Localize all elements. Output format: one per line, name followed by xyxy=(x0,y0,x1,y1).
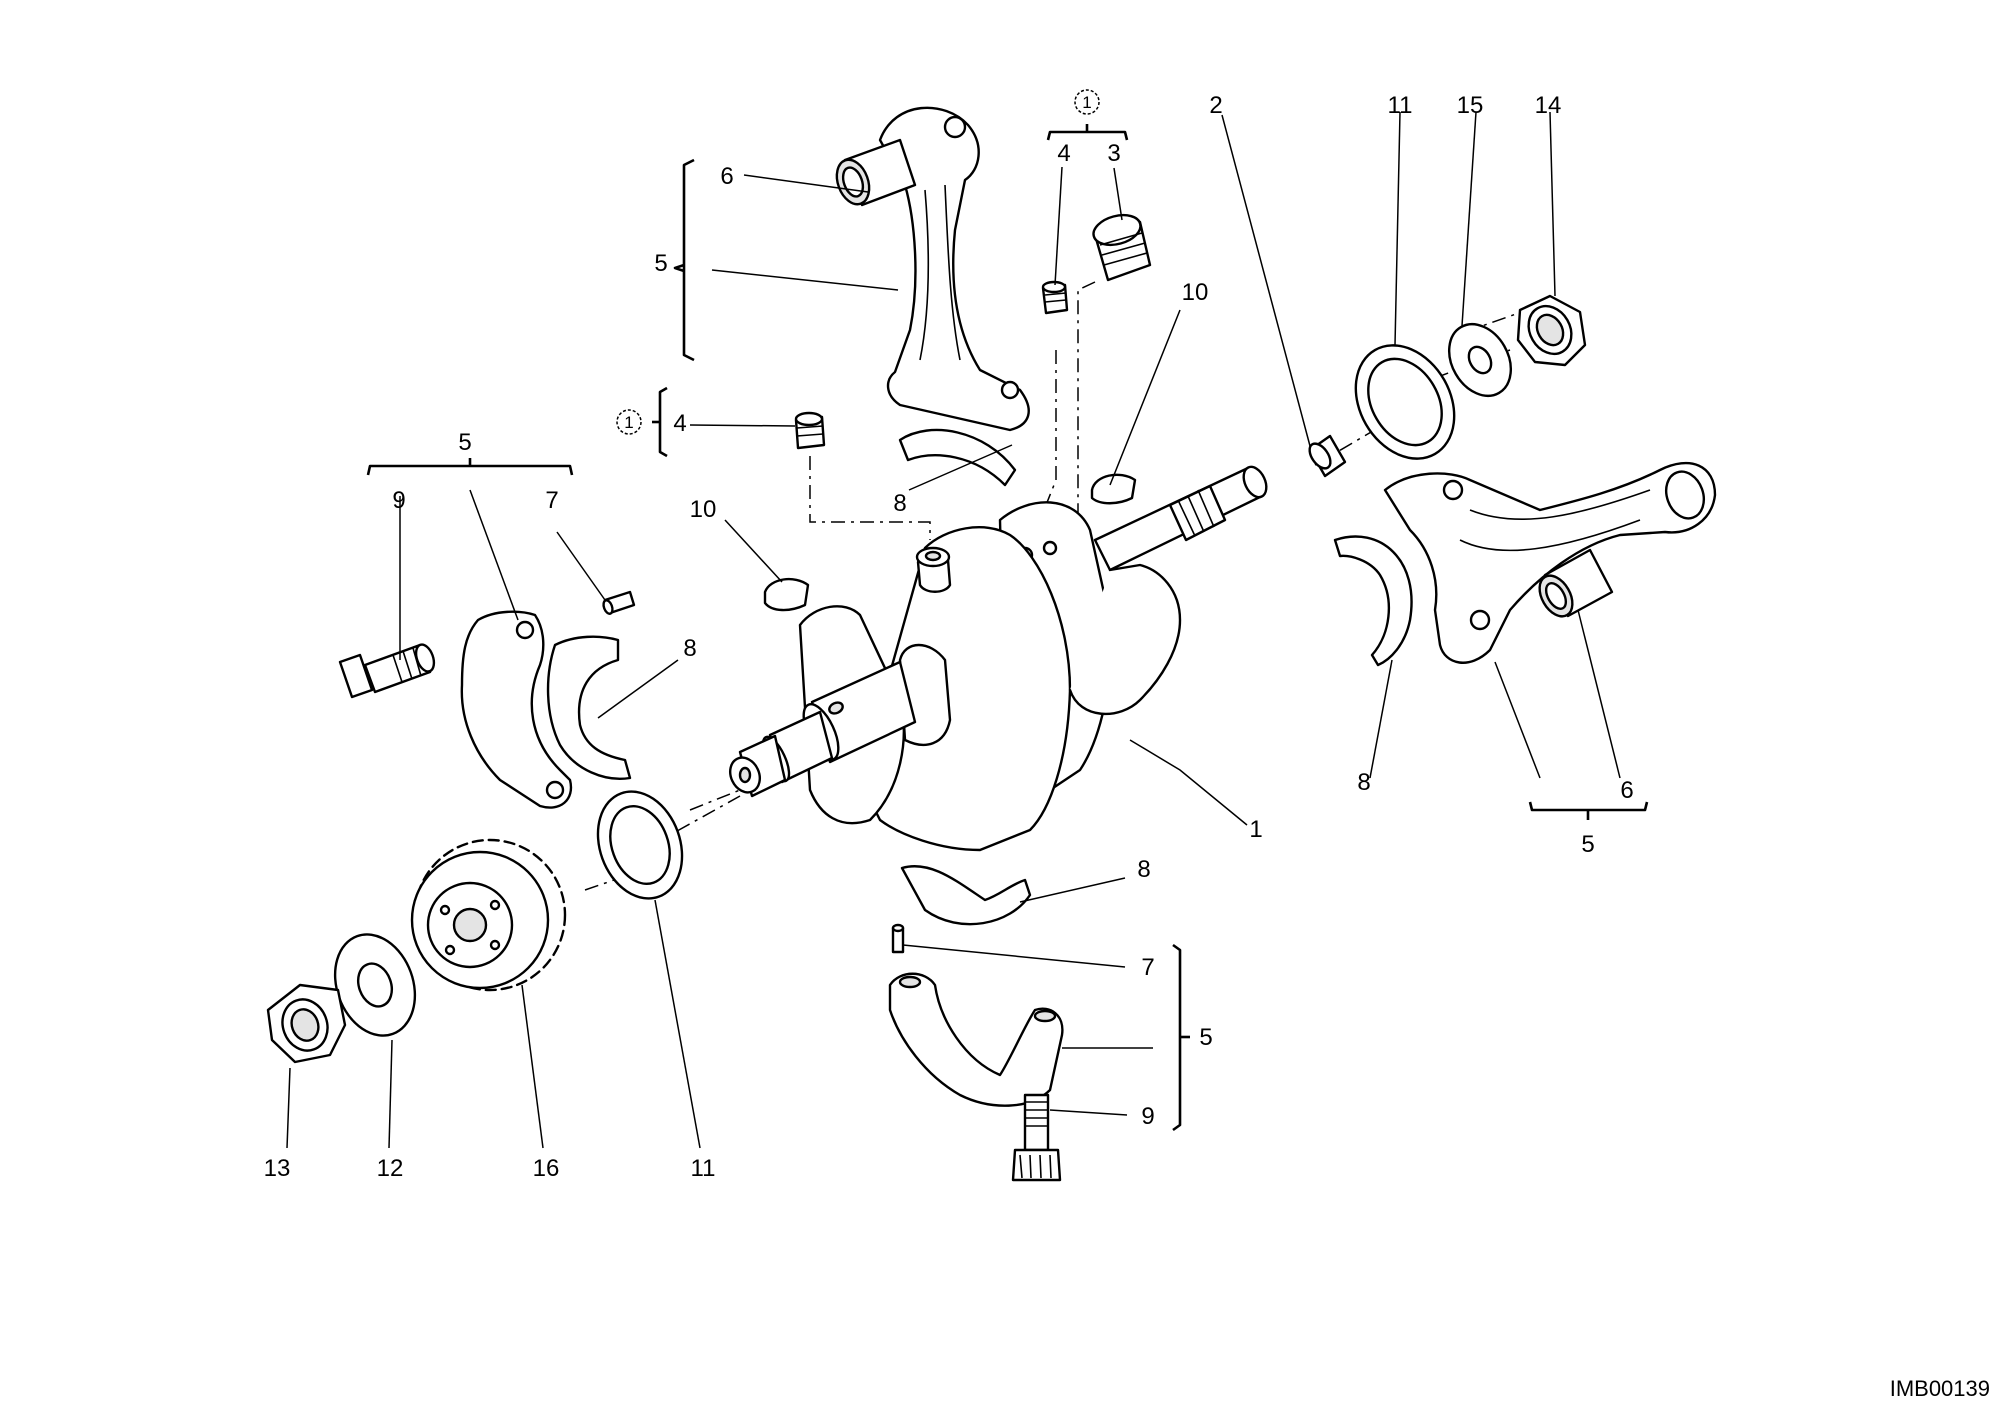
callout-10-right: 10 xyxy=(1182,279,1209,306)
callout-12: 12 xyxy=(377,1155,404,1182)
callout-8-upper: 8 xyxy=(893,490,906,517)
connecting-rod-upper xyxy=(835,106,1030,487)
svg-text:1: 1 xyxy=(1082,93,1091,112)
callout-16: 16 xyxy=(533,1155,560,1182)
connecting-rod-right xyxy=(1333,461,1717,667)
callout-14: 14 xyxy=(1535,92,1562,119)
nut-13 xyxy=(266,983,347,1064)
callout-8-bottom: 8 xyxy=(1137,856,1150,883)
washer-11-lower xyxy=(596,790,684,900)
callout-7-left: 7 xyxy=(545,487,558,514)
nut-14 xyxy=(1516,294,1587,367)
callout-8-right: 8 xyxy=(1357,769,1370,796)
bearing-shell-8-bottom xyxy=(900,865,1032,926)
timing-gear-16 xyxy=(410,838,567,992)
callout-7-bottom: 7 xyxy=(1141,954,1154,981)
callout-5-bottom: 5 xyxy=(1199,1024,1212,1051)
callout-9-left: 9 xyxy=(392,487,405,514)
drawing-reference-code: IMB00139 xyxy=(1890,1376,1990,1401)
rod-cap-bottom xyxy=(888,972,1064,1107)
callout-15: 15 xyxy=(1457,92,1484,119)
callout-5-upper: 5 xyxy=(654,250,667,277)
crankshaft xyxy=(729,465,1268,852)
grouping-braces xyxy=(366,124,1649,1132)
washer-12 xyxy=(333,933,417,1037)
note-symbol-upper: 1 xyxy=(1074,89,1100,115)
callout-8-left: 8 xyxy=(683,635,696,662)
callout-6-right: 6 xyxy=(1620,777,1633,804)
grub-screw-4-lower xyxy=(794,411,826,450)
callout-1: 1 xyxy=(1249,816,1262,843)
grub-screw-2 xyxy=(1308,434,1347,478)
note-symbol-left: 1 xyxy=(616,409,642,435)
callout-9-bottom: 9 xyxy=(1141,1103,1154,1130)
callout-10-left: 10 xyxy=(690,496,717,523)
svg-text:1: 1 xyxy=(624,413,633,432)
rod-cap-left xyxy=(460,610,573,809)
callout-4-upper: 4 xyxy=(1057,140,1070,167)
bolt-9-bottom xyxy=(1011,1093,1062,1182)
woodruff-key-10-left xyxy=(763,577,810,612)
callout-6-upper: 6 xyxy=(720,163,733,190)
callout-3: 3 xyxy=(1107,140,1120,167)
bolt-9-left xyxy=(338,643,436,699)
dowel-7-bottom xyxy=(891,923,905,954)
callout-5-right: 5 xyxy=(1581,831,1594,858)
washer-15 xyxy=(1447,323,1513,397)
bearing-shell-8-left xyxy=(546,635,632,780)
callout-13: 13 xyxy=(264,1155,291,1182)
callout-2: 2 xyxy=(1209,92,1222,119)
callout-11-lower: 11 xyxy=(691,1155,716,1182)
callout-5-left: 5 xyxy=(458,429,471,456)
washer-11-upper xyxy=(1354,344,1456,460)
grub-screw-4-upper xyxy=(1041,280,1069,315)
dowel-7-left xyxy=(602,590,636,615)
callout-11-upper: 11 xyxy=(1388,92,1413,119)
callout-4-left: 4 xyxy=(673,410,686,437)
woodruff-key-10-right xyxy=(1090,473,1137,505)
leader-lines xyxy=(286,111,1621,1149)
plug-3 xyxy=(1092,213,1152,282)
callout-labels: 6 5 4 3 2 11 15 14 10 4 5 9 7 8 10 8 1 8… xyxy=(264,92,1634,1182)
